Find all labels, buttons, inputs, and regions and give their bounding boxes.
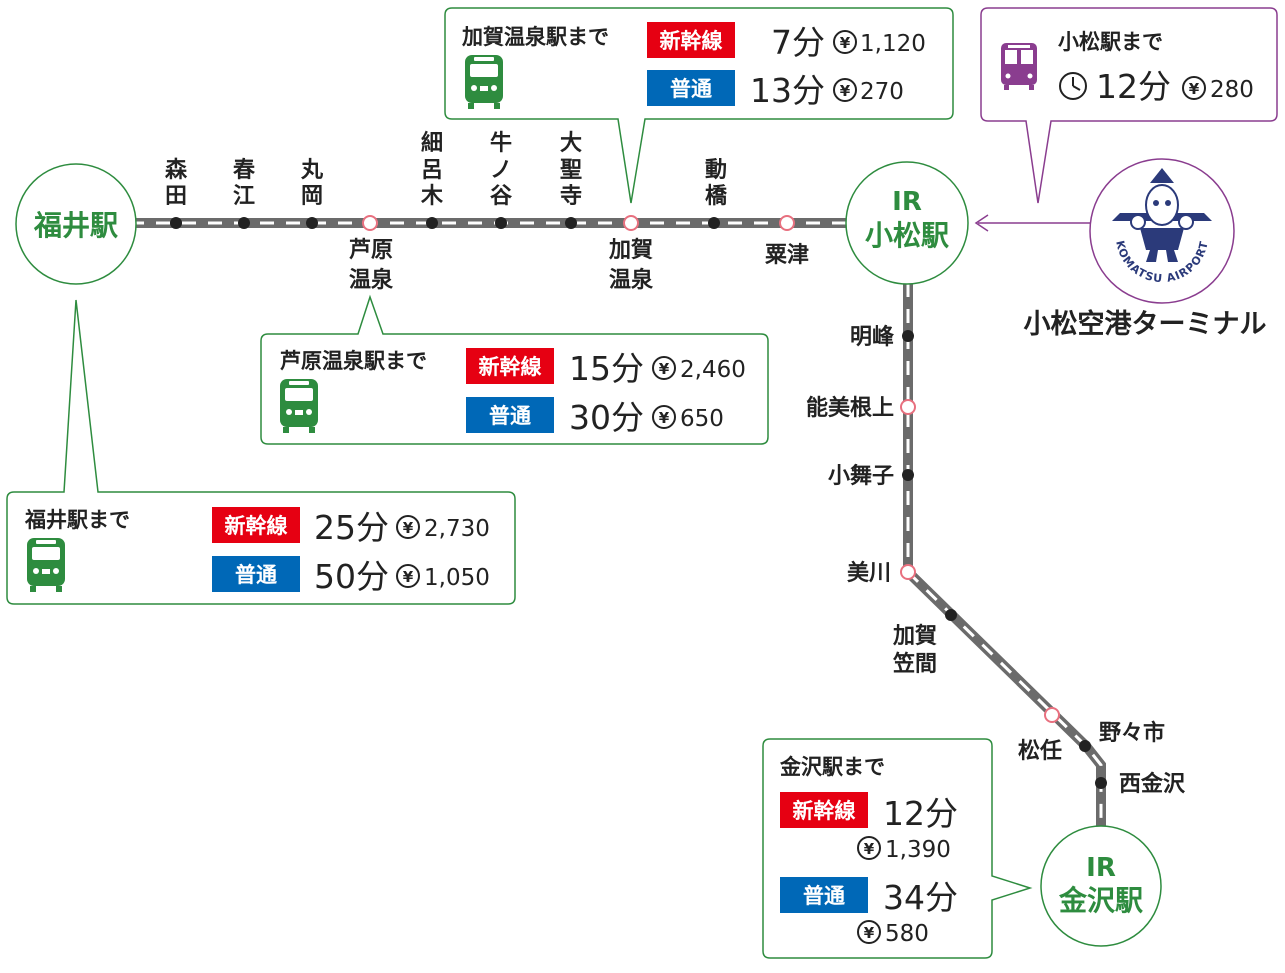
svg-text:普通: 普通: [670, 77, 712, 101]
svg-text:温泉: 温泉: [609, 267, 654, 293]
svg-text:谷: 谷: [490, 184, 513, 209]
station-fukui: 福井駅: [15, 163, 137, 285]
svg-text:粟津: 粟津: [765, 242, 809, 268]
futsu-fare: 580: [885, 921, 929, 947]
futsu-time: 30分: [569, 398, 644, 437]
svg-text:呂: 呂: [421, 158, 443, 183]
station-dots: [170, 215, 1107, 789]
station-komatsu: IR 小松駅: [845, 161, 969, 285]
svg-text:新幹線: 新幹線: [660, 29, 723, 53]
futsu-fare: 270: [860, 79, 904, 105]
shinkansen-fare: 1,390: [885, 837, 951, 863]
svg-text:温泉: 温泉: [349, 267, 394, 293]
futsu-fare: 1,050: [424, 565, 490, 591]
svg-text:新幹線: 新幹線: [225, 514, 288, 538]
futsu-time: 13分: [750, 71, 825, 110]
svg-text:牛: 牛: [490, 130, 512, 156]
svg-text:普通: 普通: [235, 563, 277, 587]
station-name: 福井駅: [33, 209, 118, 242]
svg-text:能美根上: 能美根上: [806, 395, 894, 421]
shinkansen-fare: 2,730: [424, 516, 490, 542]
svg-text:聖: 聖: [560, 158, 582, 183]
futsu-tag: [212, 556, 300, 592]
bus-time: 12分: [1096, 67, 1171, 106]
svg-text:岡: 岡: [301, 184, 323, 209]
svg-text:新幹線: 新幹線: [793, 799, 856, 823]
train-icon: [465, 55, 503, 109]
callout-title: 芦原温泉駅まで: [280, 349, 427, 373]
callout-title: 加賀温泉駅まで: [461, 25, 609, 49]
svg-text:寺: 寺: [560, 184, 582, 209]
svg-text:田: 田: [165, 184, 187, 209]
callout-kagaonsen: 加賀温泉駅まで 新幹線 7分 1,120 普通 13分 270: [444, 7, 954, 204]
train-icon: [280, 379, 318, 433]
svg-text:野々市: 野々市: [1099, 720, 1165, 746]
shinkansen-tag: [780, 792, 868, 828]
futsu-tag: [647, 70, 735, 106]
svg-text:木: 木: [420, 184, 444, 209]
svg-text:橋: 橋: [705, 184, 728, 209]
airport-name: 小松空港ターミナル: [1024, 308, 1267, 340]
svg-text:小舞子: 小舞子: [828, 463, 894, 489]
station-name: 金沢駅: [1058, 884, 1143, 917]
callout-title: 金沢駅まで: [779, 755, 885, 779]
station-line-ir: IR: [1086, 853, 1116, 883]
svg-text:普通: 普通: [489, 404, 531, 428]
station-labels-main: 森 田 春 江 丸 岡 細 呂 木 牛 ノ 谷 大 聖 寺 動 橋 芦原 温泉 …: [165, 130, 809, 293]
station-kanazawa: IR 金沢駅: [1040, 825, 1162, 947]
callout-kanazawa: 金沢駅まで 新幹線 12分 1,390 普通 34分 580: [762, 738, 1033, 959]
bus-icon: [1001, 43, 1037, 90]
shinkansen-time: 15分: [569, 349, 644, 388]
shinkansen-time: 25分: [314, 508, 389, 547]
callout-title: 福井駅まで: [24, 508, 130, 532]
svg-text:森: 森: [165, 157, 188, 183]
station-name: 小松駅: [865, 219, 949, 252]
futsu-tag: [780, 877, 868, 913]
svg-text:春: 春: [233, 158, 255, 183]
svg-text:松任: 松任: [1018, 738, 1062, 764]
shinkansen-time: 7分: [771, 23, 825, 62]
clock-icon: [1059, 72, 1087, 100]
svg-text:加賀: 加賀: [608, 238, 653, 263]
callout-komatsu-bus: 小松駅まで 12分 280: [980, 7, 1278, 204]
svg-text:芦原: 芦原: [349, 238, 393, 263]
svg-text:江: 江: [233, 184, 255, 209]
callout-title: 小松駅まで: [1058, 30, 1163, 54]
airport-terminal: KOMATSU AIRPORT 小松空港ターミナル: [974, 158, 1267, 340]
station-labels-branch: 明峰 能美根上 小舞子 美川 加賀 笠間 松任 野々市 西金沢: [806, 325, 1186, 797]
svg-text:西金沢: 西金沢: [1119, 771, 1186, 797]
arrow-left-icon: [974, 214, 989, 232]
airport-mascot-logo: KOMATSU AIRPORT: [1089, 158, 1235, 304]
bus-fare: 280: [1210, 77, 1254, 103]
shinkansen-fare: 2,460: [680, 357, 746, 383]
futsu-fare: 650: [680, 406, 724, 432]
svg-text:大: 大: [560, 131, 582, 156]
shinkansen-fare: 1,120: [860, 31, 926, 57]
svg-text:動: 動: [705, 158, 727, 183]
shinkansen-tag: [466, 348, 554, 384]
futsu-time: 50分: [314, 557, 389, 596]
callout-awaraonsen: 芦原温泉駅まで 新幹線 15分 2,460 普通 30分 650: [260, 294, 769, 445]
svg-text:加賀: 加賀: [892, 624, 937, 649]
svg-text:細: 細: [421, 130, 443, 156]
svg-text:美川: 美川: [847, 560, 891, 586]
svg-text:普通: 普通: [803, 884, 845, 908]
svg-text:明峰: 明峰: [850, 325, 895, 350]
futsu-tag: [466, 397, 554, 433]
svg-text:丸: 丸: [300, 158, 324, 183]
shinkansen-time: 12分: [883, 794, 958, 833]
shinkansen-tag: [212, 507, 300, 543]
svg-text:笠間: 笠間: [892, 651, 937, 677]
shinkansen-tag: [647, 22, 735, 58]
station-line-ir: IR: [892, 187, 922, 217]
train-icon: [27, 538, 65, 592]
svg-text:ノ: ノ: [490, 158, 512, 183]
futsu-time: 34分: [883, 878, 958, 917]
svg-text:新幹線: 新幹線: [479, 355, 542, 379]
callout-fukui: 福井駅まで 新幹線 25分 2,730 普通 50分 1,050: [6, 299, 516, 605]
